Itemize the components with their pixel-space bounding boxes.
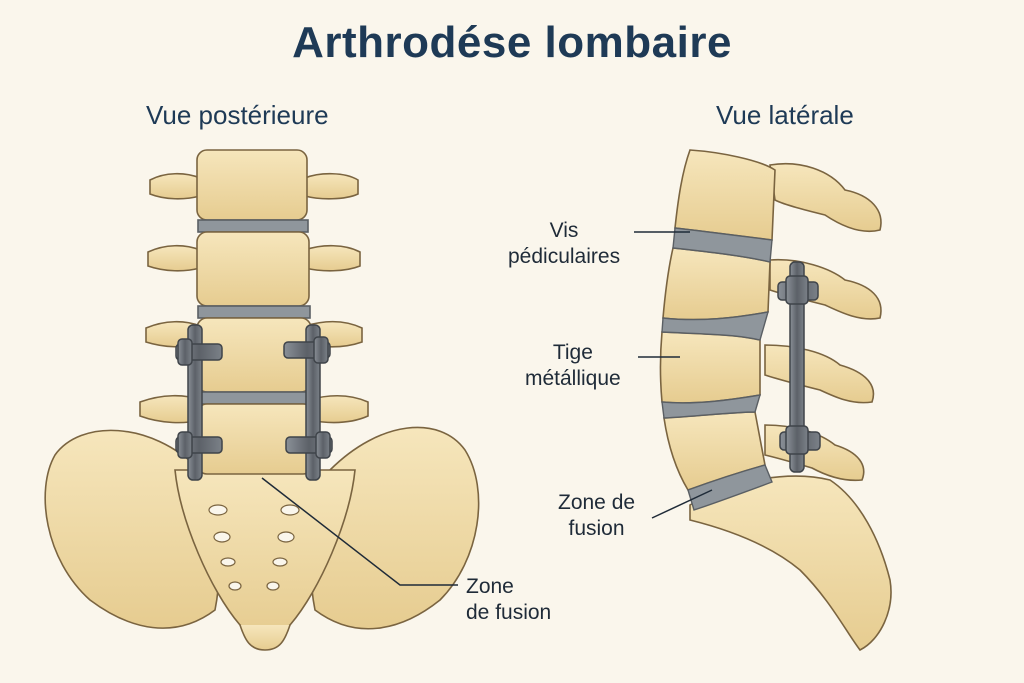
page-title: Arthrodése lombaire bbox=[292, 18, 732, 67]
pedicle-screws bbox=[175, 336, 333, 459]
lateral-vertebra-1 bbox=[674, 149, 776, 241]
metal-rod-label-line1: Tige bbox=[552, 341, 593, 364]
metal-rod-label: Tige métállique bbox=[525, 340, 621, 392]
posterior-spine bbox=[44, 149, 480, 651]
vertebra-l2 bbox=[147, 231, 361, 307]
posterior-fusion-label-line2: de fusion bbox=[466, 601, 552, 624]
lateral-view-title: Vue latérale bbox=[716, 100, 854, 130]
lateral-discs bbox=[661, 227, 773, 511]
vertebra-l1 bbox=[149, 149, 359, 221]
pedicle-screws-label-line1: Vis bbox=[549, 219, 579, 242]
posterior-fusion-label: Zone de fusion bbox=[466, 574, 551, 626]
pedicle-screws-label: Vis pédiculaires bbox=[508, 218, 620, 270]
lateral-hardware bbox=[777, 261, 821, 473]
lateral-fusion-label-line1: Zone de bbox=[558, 491, 636, 514]
posterior-fusion-label-line1: Zone bbox=[466, 575, 514, 598]
posterior-fusion-leader bbox=[261, 477, 458, 586]
disc-2 bbox=[197, 305, 311, 319]
lateral-vertebra-3 bbox=[659, 331, 761, 404]
lateral-rod bbox=[789, 261, 805, 473]
lateral-sacrum bbox=[689, 475, 892, 652]
lateral-leaders bbox=[634, 231, 713, 519]
vertebra-l4 bbox=[139, 394, 369, 475]
lateral-spine bbox=[659, 149, 892, 652]
posterior-view-title: Vue postérieure bbox=[146, 100, 329, 130]
lateral-fusion-label-line2: fusion bbox=[568, 517, 625, 540]
metal-rod-label-line2: métállique bbox=[525, 367, 621, 390]
disc-1 bbox=[197, 219, 309, 233]
sacral-foramina bbox=[208, 504, 300, 591]
pedicle-screws-label-line2: pédiculaires bbox=[508, 245, 621, 268]
disc-3 bbox=[197, 391, 313, 405]
posterior-hardware bbox=[175, 324, 333, 481]
lateral-fusion-label: Zone de fusion bbox=[558, 490, 635, 542]
